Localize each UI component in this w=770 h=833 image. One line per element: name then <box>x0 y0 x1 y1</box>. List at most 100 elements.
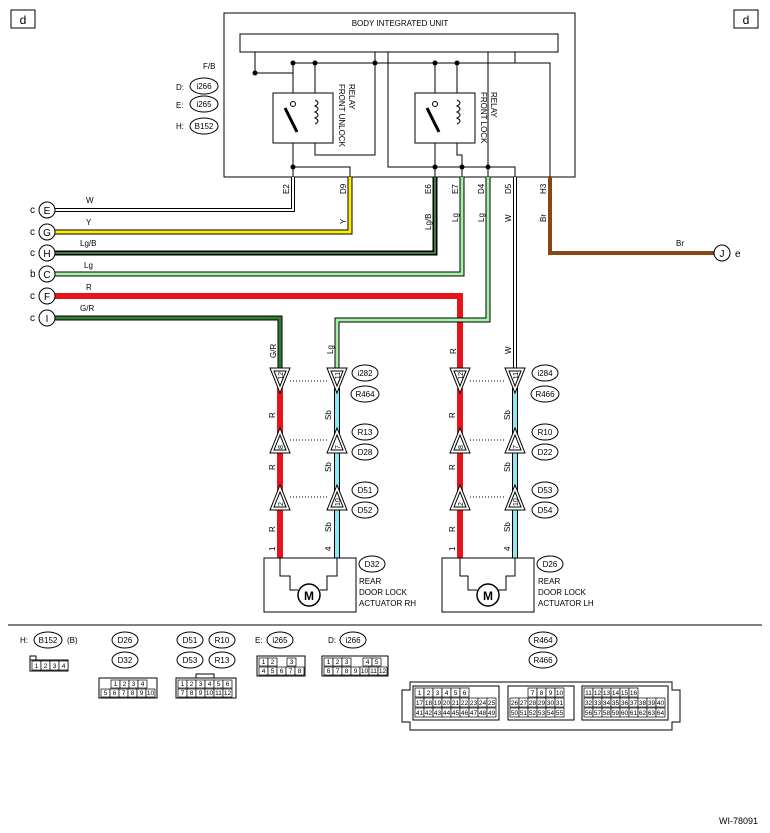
connector-pin-number: 49 <box>488 710 496 717</box>
badge-d53 <box>531 481 559 499</box>
conn-prefix-d: D: <box>176 83 184 92</box>
badge-i282-text: i282 <box>357 369 373 378</box>
conn-code-b152: B152 <box>195 122 214 131</box>
actuator-lh: M D26 REAR DOOR LOCK ACTUATOR LH <box>441 555 594 613</box>
svg-text:D26: D26 <box>118 636 133 645</box>
connector-pin-number: 42 <box>425 710 433 717</box>
connector-pin-number: 1 <box>181 681 185 688</box>
actuator-rh: M D32 REAR DOOR LOCK ACTUATOR RH <box>263 555 416 613</box>
connector-pin-number: 7 <box>289 668 293 675</box>
connector-pin-number: 9 <box>199 690 203 697</box>
connector-pin-number: 8 <box>345 668 349 675</box>
svg-text:R464: R464 <box>533 636 553 645</box>
connector-pin-number: 3 <box>290 659 294 666</box>
page-ref-box-left <box>10 9 36 29</box>
pin-d9: D9 <box>339 183 348 194</box>
connector-pin-number: 12 <box>594 690 602 697</box>
left-wire-label-g: Y <box>86 218 92 227</box>
right-wire-label-j: Br <box>676 239 684 248</box>
svg-text:R13: R13 <box>215 656 230 665</box>
connector-pin-cell <box>137 679 148 689</box>
connector-pin-number: 64 <box>657 710 665 717</box>
actuator-rh-line1: REAR <box>359 577 381 586</box>
unit-junctions <box>252 60 491 170</box>
conn-circle-h <box>38 244 56 262</box>
wire-gr-outline <box>54 315 283 368</box>
pin-lh-bot-1: 2 <box>458 502 465 506</box>
connector-pin-number: 9 <box>354 668 358 675</box>
front-unlock-relay-coil <box>313 99 319 125</box>
conn-circle-i <box>38 309 56 327</box>
connector-pin-number: 25 <box>488 700 496 707</box>
svg-text:D53: D53 <box>183 656 198 665</box>
connector-pin-number: 10 <box>556 690 564 697</box>
badge-r464 <box>350 385 380 403</box>
lh-top-connectors: 12 11 <box>449 367 526 395</box>
connector-pin-number: 60 <box>621 710 629 717</box>
connector-pin-number: 59 <box>612 710 620 717</box>
tri-rh-8-inner <box>273 433 287 451</box>
col-label-lg: Lg <box>326 345 335 354</box>
connector-pin-cell <box>341 657 352 667</box>
connector-pin-cell <box>486 697 497 708</box>
pin-e7: E7 <box>451 184 460 194</box>
connector-pin-number: 38 <box>639 700 647 707</box>
connector-pin-cell <box>459 687 470 698</box>
motor-icon-lh <box>476 583 500 607</box>
badge-r13 <box>351 423 379 441</box>
wire-lgb-outline <box>54 177 438 256</box>
connector-pin-number: 1 <box>114 681 118 688</box>
connector-pin-number: 2 <box>44 663 48 670</box>
col-label-gr: G/R <box>269 344 278 358</box>
connector-pin-number: 2 <box>123 681 127 688</box>
motor-icon-rh <box>297 583 321 607</box>
connector-pin-number: 18 <box>425 700 433 707</box>
connector-pin-number: 24 <box>479 700 487 707</box>
pin-lh-bot-2: 10 <box>513 498 520 506</box>
wire-lg-d4 <box>335 177 490 368</box>
side-h: c <box>30 248 35 259</box>
connector-pin-number: 27 <box>520 700 528 707</box>
connector-pin-cell <box>486 707 497 718</box>
badge-d28 <box>351 443 379 461</box>
connector-pin-number: 3 <box>345 659 349 666</box>
connector-pin-number: 35 <box>612 700 620 707</box>
tri-rh-11 <box>326 367 348 395</box>
lh-sb-label-1: Sb <box>503 410 512 420</box>
rh-top-connectors: 12 11 <box>269 367 348 395</box>
conn-badge-i266 <box>189 77 219 95</box>
rh-pin-1: 1 <box>268 546 277 551</box>
connector-pin-number: 3 <box>436 690 440 697</box>
connector-pin-number: 16 <box>630 690 638 697</box>
connector-pin-number: 13 <box>603 690 611 697</box>
connector-pin-number: 8 <box>298 668 302 675</box>
front-unlock-relay-label-1: FRONT UNLOCK <box>337 84 346 148</box>
front-lock-relay-box <box>414 92 476 144</box>
connector-pin-number: 43 <box>434 710 442 717</box>
connector-pin-number: 46 <box>461 710 469 717</box>
wire-lgb <box>54 177 436 254</box>
connector-pin-number: 39 <box>648 700 656 707</box>
badge-d51-text: D51 <box>358 486 373 495</box>
connector-pin-number: 8 <box>131 690 135 697</box>
svg-text:B152: B152 <box>39 636 58 645</box>
connector-pin-number: 48 <box>479 710 487 717</box>
front-lock-relay-label-2: RELAY <box>489 92 498 118</box>
connector-pin-number: 63 <box>648 710 656 717</box>
badge-i282 <box>351 364 379 382</box>
connector-pin-cell <box>655 707 666 718</box>
conn-circle-j <box>713 244 731 262</box>
side-e: c <box>30 205 35 216</box>
wire-r-f <box>54 293 463 368</box>
lh-pin-4: 4 <box>503 546 512 551</box>
conn-letter-h: H <box>43 249 50 260</box>
connector-pin-number: 4 <box>62 663 66 670</box>
left-wire-label-c: Lg <box>84 261 93 270</box>
connector-pin-number: 20 <box>443 700 451 707</box>
svg-text:D:: D: <box>328 636 336 645</box>
page-ref-right: d <box>743 13 750 27</box>
svg-text:H:: H: <box>20 636 28 645</box>
